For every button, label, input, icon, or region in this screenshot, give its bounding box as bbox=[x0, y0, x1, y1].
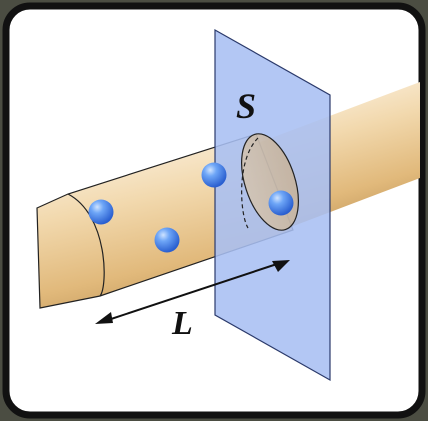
charge-particle bbox=[268, 190, 294, 216]
charge-particle bbox=[88, 199, 114, 225]
surface-label: S bbox=[236, 86, 256, 126]
length-arrow bbox=[95, 260, 290, 324]
cross-section-hidden-edge bbox=[241, 137, 259, 229]
wire-left-cut bbox=[67, 193, 105, 297]
charge-particle bbox=[154, 227, 180, 253]
length-label: L bbox=[171, 305, 193, 342]
charge-particle bbox=[201, 162, 227, 188]
